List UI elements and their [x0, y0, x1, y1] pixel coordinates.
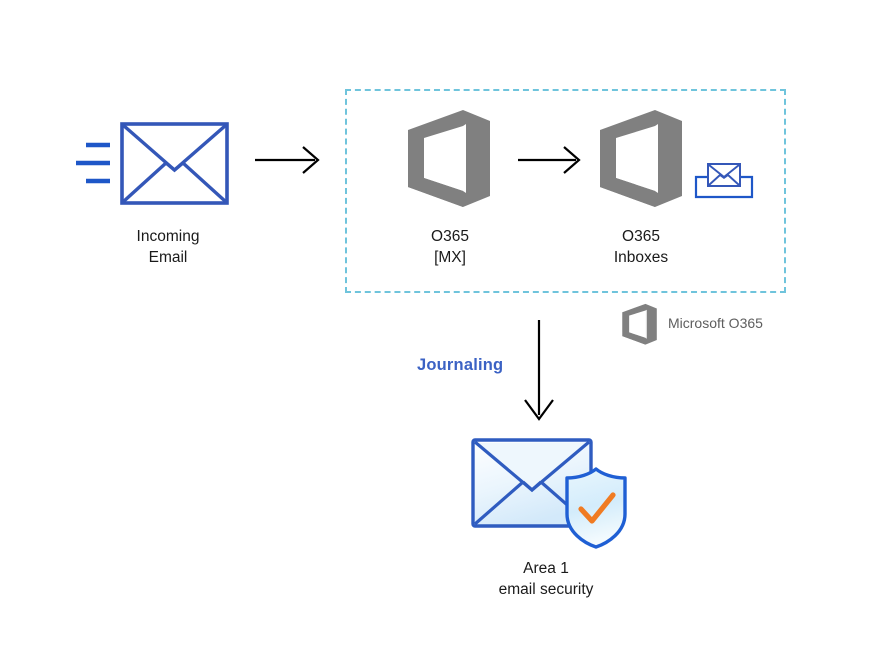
office-365-logo-icon: [622, 303, 657, 345]
o365-mx-icon-group: [404, 108, 496, 208]
legend-o365-icon-group: [620, 303, 660, 345]
office-365-logo-icon: [600, 110, 682, 207]
office-365-logo-icon: [408, 110, 490, 207]
o365-mx-label: O365 [MX]: [431, 228, 469, 266]
area1-label: Area 1 email security: [498, 560, 594, 598]
journaling-label: Journaling: [417, 356, 504, 374]
envelope-with-speed-lines-icon: [76, 122, 229, 205]
arrow-mx-to-inboxes: [518, 140, 588, 180]
o365-inboxes-icon-group: [596, 108, 688, 208]
legend-o365-label: Microsoft O365: [668, 315, 763, 331]
o365-inboxes-label: O365 Inboxes: [613, 228, 669, 266]
envelope-shield-check-icon: [471, 438, 627, 549]
area1-icon-group: [468, 432, 630, 549]
arrow-incoming-to-mx: [255, 140, 325, 180]
microsoft-o365-zone-boundary: [345, 89, 786, 293]
incoming-email-label: Incoming Email: [136, 228, 200, 266]
arrow-inboxes-to-area1: [515, 320, 565, 424]
incoming-email-icon-group: [70, 118, 235, 210]
inbox-tray-envelope-icon-group: [694, 159, 754, 201]
inbox-tray-envelope-icon: [694, 163, 754, 199]
